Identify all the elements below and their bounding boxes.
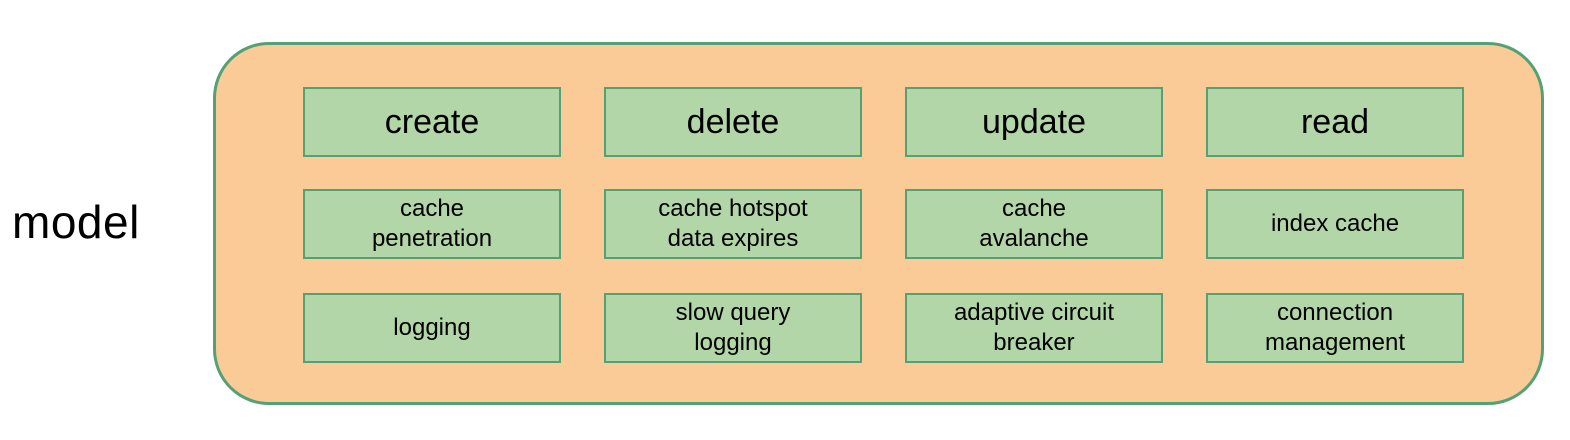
box-create: create xyxy=(303,87,561,157)
box-index-cache: index cache xyxy=(1206,189,1464,259)
box-connection-management: connection management xyxy=(1206,293,1464,363)
box-cache-penetration: cache penetration xyxy=(303,189,561,259)
box-slow-query-logging: slow query logging xyxy=(604,293,862,363)
model-label: model xyxy=(12,196,140,248)
box-cache-avalanche: cache avalanche xyxy=(905,189,1163,259)
box-adaptive-circuit-breaker: adaptive circuit breaker xyxy=(905,293,1163,363)
row-reliability: logging slow query logging adaptive circ… xyxy=(303,293,1464,363)
box-read: read xyxy=(1206,87,1464,157)
row-operations: create delete update read xyxy=(303,87,1464,157)
box-cache-hotspot-data-expires: cache hotspot data expires xyxy=(604,189,862,259)
box-update: update xyxy=(905,87,1163,157)
box-logging: logging xyxy=(303,293,561,363)
model-container: create delete update read cache penetrat… xyxy=(213,42,1544,405)
box-delete: delete xyxy=(604,87,862,157)
row-cache: cache penetration cache hotspot data exp… xyxy=(303,189,1464,259)
